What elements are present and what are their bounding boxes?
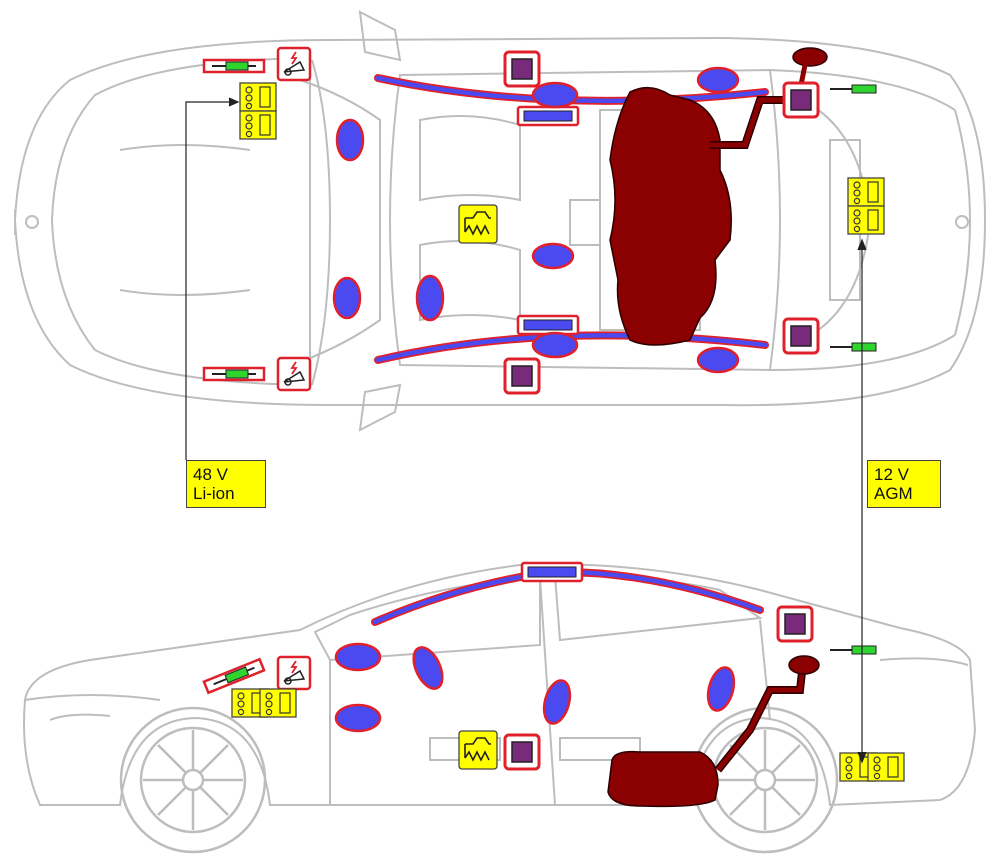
- pedestrian-protection-icon: [276, 655, 312, 691]
- gas-generator-tube-top: [516, 105, 580, 127]
- battery-48v-label: 48 V Li-ion: [186, 460, 266, 508]
- battery-icon: [847, 177, 885, 235]
- gas-generator-tube-bottom: [516, 314, 580, 336]
- sensor-side-seat: [503, 733, 541, 771]
- sensor-top-rear-left: [782, 81, 820, 119]
- gas-spring-hood-left: [202, 58, 266, 74]
- sensor-top-front-right: [503, 357, 541, 395]
- car-side-view: [23, 563, 977, 807]
- seat-pretensioner-icon: [458, 204, 498, 244]
- battery-12v-type: AGM: [874, 484, 913, 503]
- battery-icon: [239, 82, 277, 140]
- pedestrian-protection-icon: [276, 356, 312, 392]
- gas-spring-trunk-left: [830, 84, 877, 94]
- fuel-tank-top: [609, 47, 828, 346]
- gas-spring-trunk-right: [830, 342, 877, 352]
- sensor-top-front-left: [503, 50, 541, 88]
- fuel-tank-side: [607, 655, 820, 808]
- gas-spring-hood-right: [202, 366, 266, 382]
- front-wheel: [119, 706, 267, 854]
- gas-spring-trunk-side: [830, 645, 877, 655]
- sensor-top-rear-right: [782, 317, 820, 355]
- airbags-top: [332, 66, 740, 374]
- gas-spring-hood-side: [202, 657, 266, 695]
- callout-line-12v: [857, 238, 867, 764]
- car-top-view: [13, 10, 987, 432]
- battery-48v-type: Li-ion: [193, 484, 235, 503]
- pedestrian-protection-icon: [276, 46, 312, 82]
- battery-12v-voltage: 12 V: [874, 465, 909, 484]
- seat-pretensioner-icon: [458, 730, 498, 770]
- sensor-side-rear: [776, 605, 814, 643]
- battery-48v-voltage: 48 V: [193, 465, 228, 484]
- callout-line-48v: [185, 97, 240, 460]
- battery-12v-label: 12 V AGM: [867, 460, 941, 508]
- battery-icon: [839, 752, 905, 782]
- airbags-side: [334, 642, 736, 733]
- gas-generator-tube-side: [520, 561, 584, 583]
- battery-icon: [231, 688, 297, 718]
